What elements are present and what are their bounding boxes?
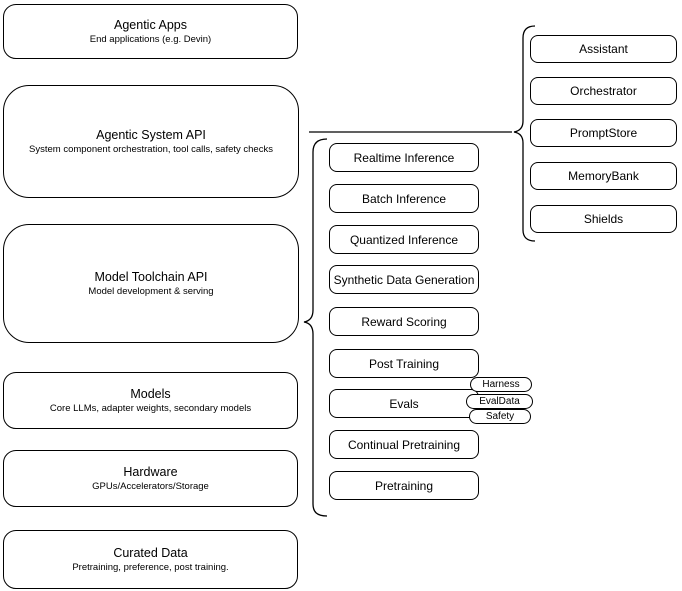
component-assistant: Assistant (530, 35, 677, 63)
box-title: Agentic System API (96, 127, 206, 142)
box-agentic-system-api: Agentic System API System component orche… (3, 85, 299, 198)
tag-safety: Safety (469, 409, 531, 424)
box-reward-scoring: Reward Scoring (329, 307, 479, 336)
box-synthetic-data-generation: Synthetic Data Generation (329, 265, 479, 294)
box-subtitle: System component orchestration, tool cal… (29, 144, 273, 155)
box-subtitle: GPUs/Accelerators/Storage (92, 481, 209, 492)
box-subtitle: Core LLMs, adapter weights, secondary mo… (49, 403, 252, 414)
component-orchestrator: Orchestrator (530, 77, 677, 105)
box-title: Agentic Apps (114, 17, 187, 32)
box-subtitle: Model development & serving (88, 286, 214, 297)
component-shields: Shields (530, 205, 677, 233)
box-post-training: Post Training (329, 349, 479, 378)
box-title: Hardware (123, 464, 178, 479)
box-realtime-inference: Realtime Inference (329, 143, 479, 172)
box-subtitle: End applications (e.g. Devin) (89, 34, 212, 45)
brace-model-toolchain-group (303, 138, 328, 517)
tag-evaldata: EvalData (466, 394, 533, 409)
box-title: Curated Data (113, 545, 188, 560)
box-subtitle: Pretraining, preference, post training. (72, 562, 229, 573)
box-batch-inference: Batch Inference (329, 184, 479, 213)
component-memorybank: MemoryBank (530, 162, 677, 190)
component-promptstore: PromptStore (530, 119, 677, 147)
box-model-toolchain-api: Model Toolchain API Model development & s… (3, 224, 299, 343)
box-pretraining: Pretraining (329, 471, 479, 500)
tag-harness: Harness (470, 377, 532, 392)
box-quantized-inference: Quantized Inference (329, 225, 479, 254)
box-evals: Evals (329, 389, 479, 418)
box-continual-pretraining: Continual Pretraining (329, 430, 479, 459)
box-title: Models (130, 386, 171, 401)
box-title: Model Toolchain API (94, 269, 208, 284)
